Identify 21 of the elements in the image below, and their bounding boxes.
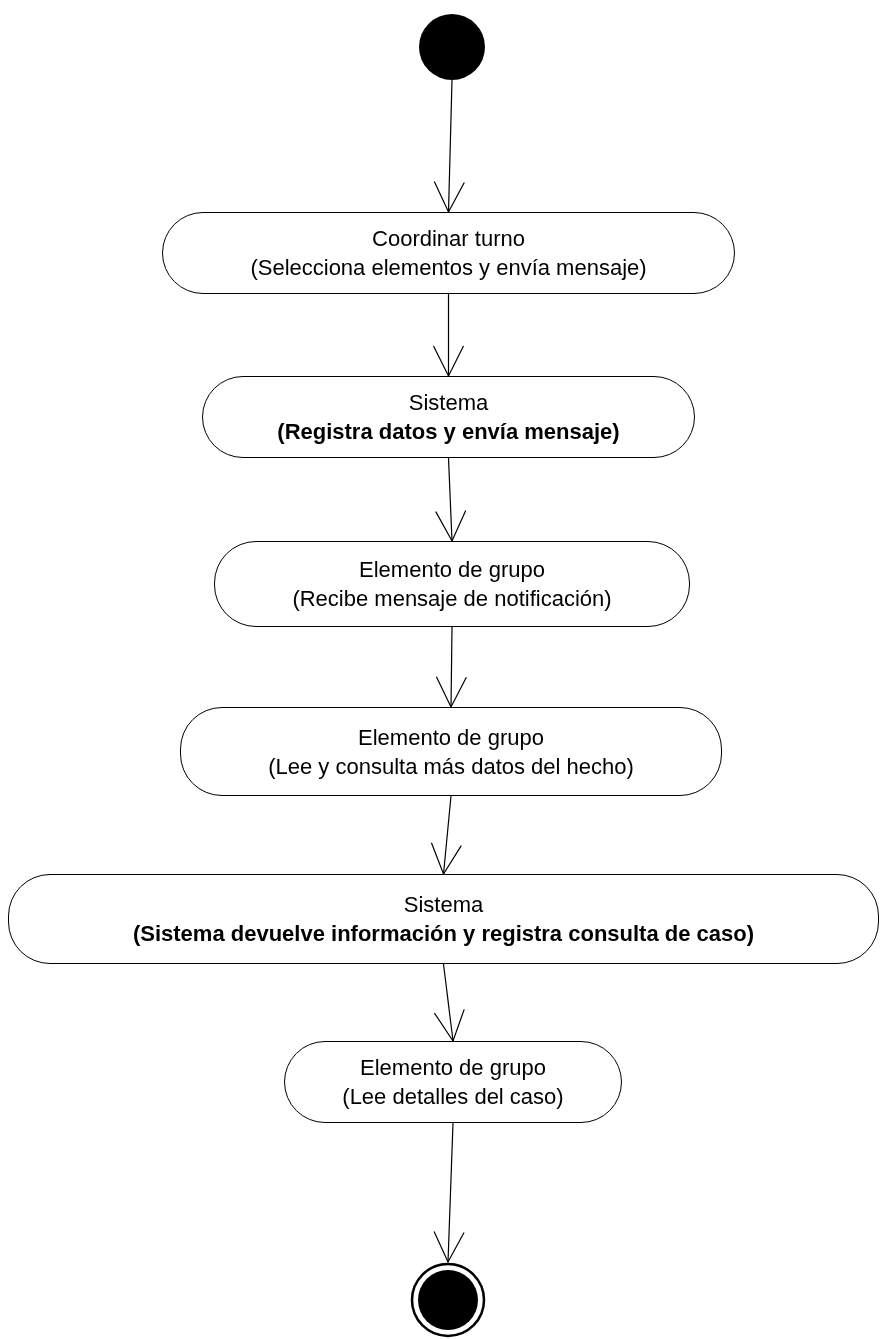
activity-text: (Lee detalles del caso) [342,1083,564,1111]
arrow [432,293,465,377]
activity-text: (Recibe mensaje de notificación) [292,585,612,613]
activity-text: (Lee y consulta más datos del hecho) [268,752,634,781]
arrow [435,457,467,542]
arrow [435,626,467,708]
arrow [433,1122,465,1263]
arrow [430,795,462,875]
arrow [433,963,465,1042]
activity-text: Elemento de grupo [359,556,545,584]
final-node [410,1262,486,1338]
activity-text: Elemento de grupo [358,723,544,752]
arrow [433,79,465,213]
activity-text: Elemento de grupo [360,1054,546,1082]
activity-text: (Registra datos y envía mensaje) [277,418,620,446]
initial-node [419,14,485,80]
activity-text: Sistema [403,891,484,919]
activity-text: Sistema [408,389,489,417]
activity-text: (Sistema devuelve información y registra consulta de caso) [132,920,755,948]
activity-text: Coordinar turno [372,225,525,253]
activity-text: (Selecciona elementos y envía mensaje) [250,254,647,282]
